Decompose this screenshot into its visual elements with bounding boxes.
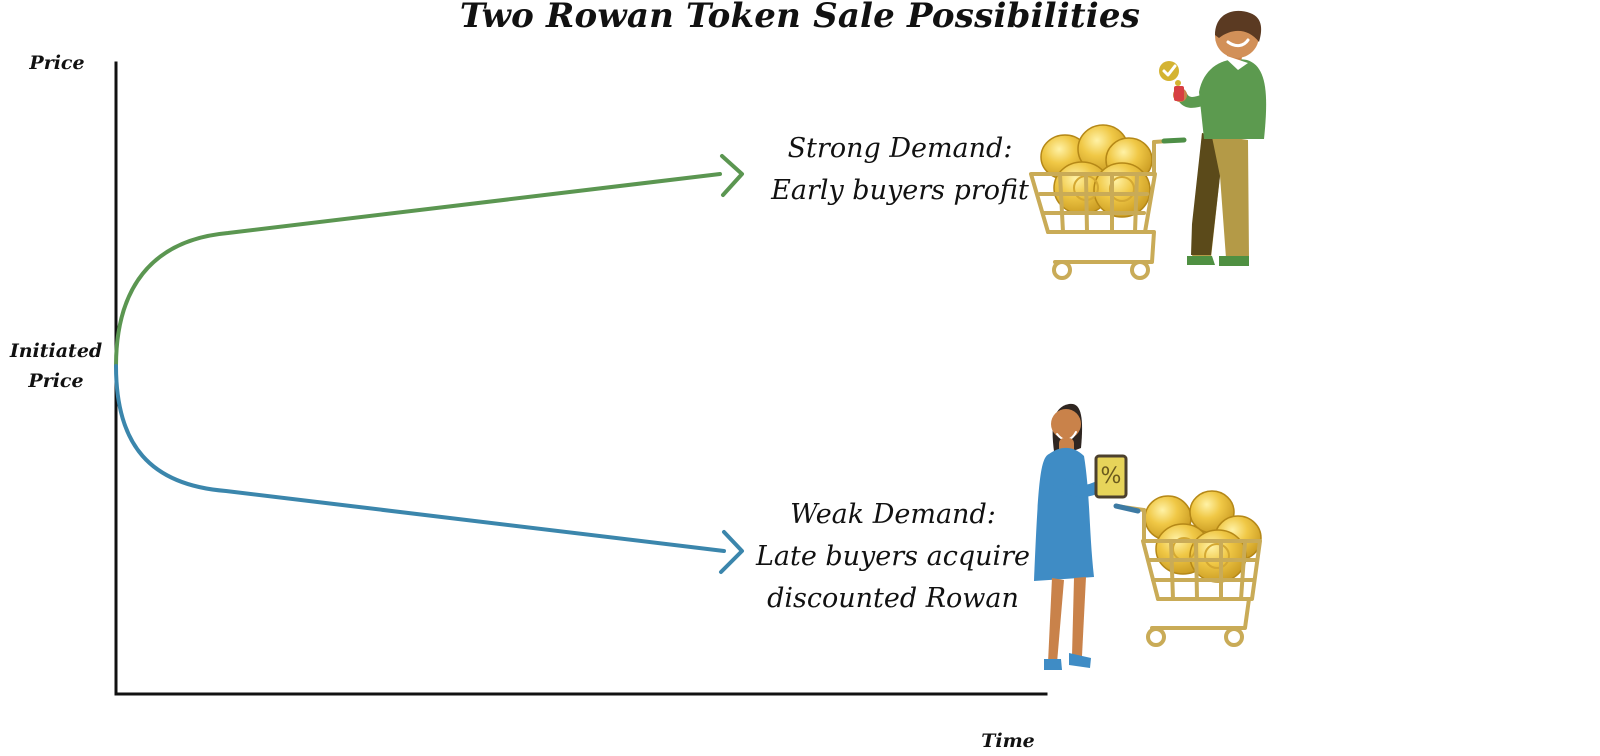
- weak-demand-curve: [114, 364, 726, 553]
- axes: [114, 61, 1048, 696]
- strong-demand-cart-icon: [1029, 124, 1187, 280]
- weak-demand-arrowhead: [719, 530, 744, 574]
- strong-demand-path: [114, 154, 744, 368]
- weak-cart-basket: [1114, 504, 1262, 630]
- strong-demand-arrowhead: [720, 154, 744, 197]
- weak-demand-cart-icon: [1113, 490, 1262, 647]
- weak-demand-description-line-1: Late buyers acquire: [755, 541, 1031, 572]
- strong-demand-curve: [114, 172, 722, 368]
- strong-demand-label: Strong Demand: Early buyers profit: [760, 128, 1040, 212]
- initiated-price-line-1: Initiated: [9, 340, 103, 362]
- price-paths-graphic: %: [114, 10, 1267, 696]
- weak-demand-label: Weak Demand: Late buyers acquire discoun…: [746, 494, 1040, 620]
- svg-text:%: %: [1101, 464, 1122, 489]
- initiated-price-label: Initiated Price: [4, 336, 108, 396]
- token-sale-diagram: Two Rowan Token Sale Possibilities Price…: [4, 0, 1267, 752]
- strong-demand-heading: Strong Demand:: [787, 133, 1013, 164]
- strong-demand-description: Early buyers profit: [771, 175, 1029, 206]
- diagram-title: Two Rowan Token Sale Possibilities: [459, 0, 1141, 36]
- weak-demand-description-line-2: discounted Rowan: [767, 583, 1019, 614]
- woman-shopping-icon: %: [1034, 403, 1128, 670]
- weak-demand-heading: Weak Demand:: [790, 499, 996, 530]
- y-axis-label: Price: [29, 52, 85, 74]
- weak-demand-path: [114, 364, 744, 574]
- man-shopping-icon: [1159, 10, 1267, 266]
- strong-cart-basket: [1029, 138, 1184, 264]
- initiated-price-line-2: Price: [28, 370, 84, 392]
